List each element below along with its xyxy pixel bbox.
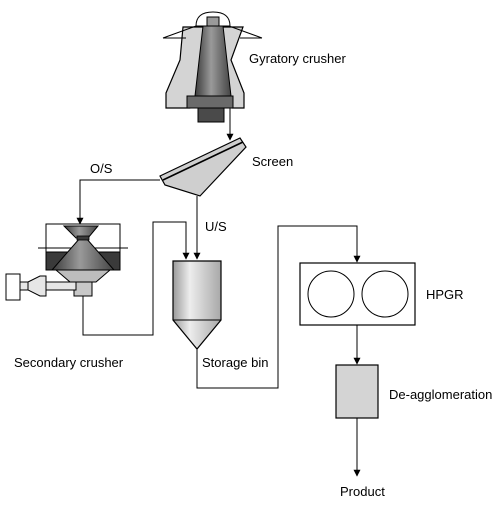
hpgr-label: HPGR — [426, 287, 464, 302]
de-agglomeration-label: De-agglomeration — [389, 387, 492, 402]
gyratory-crusher-label: Gyratory crusher — [249, 51, 346, 66]
screen-icon — [159, 137, 247, 197]
secondary-crusher-label: Secondary crusher — [14, 355, 124, 370]
de-agglomeration-icon — [335, 364, 379, 419]
flow-arrow-oversize — [76, 179, 160, 225]
oversize-label: O/S — [90, 161, 113, 176]
secondary-crusher-icon — [5, 223, 128, 301]
product-label: Product — [340, 484, 385, 499]
hpgr-icon — [299, 262, 416, 326]
storage-bin-label: Storage bin — [202, 355, 269, 370]
undersize-label: U/S — [205, 219, 227, 234]
storage-bin-icon — [172, 260, 222, 350]
flow-arrow-bin-to-hpgr — [196, 225, 361, 389]
gyratory-crusher-icon — [162, 11, 263, 123]
flow-arrow-secondary-to-bin — [82, 221, 190, 336]
screen-label: Screen — [252, 154, 293, 169]
